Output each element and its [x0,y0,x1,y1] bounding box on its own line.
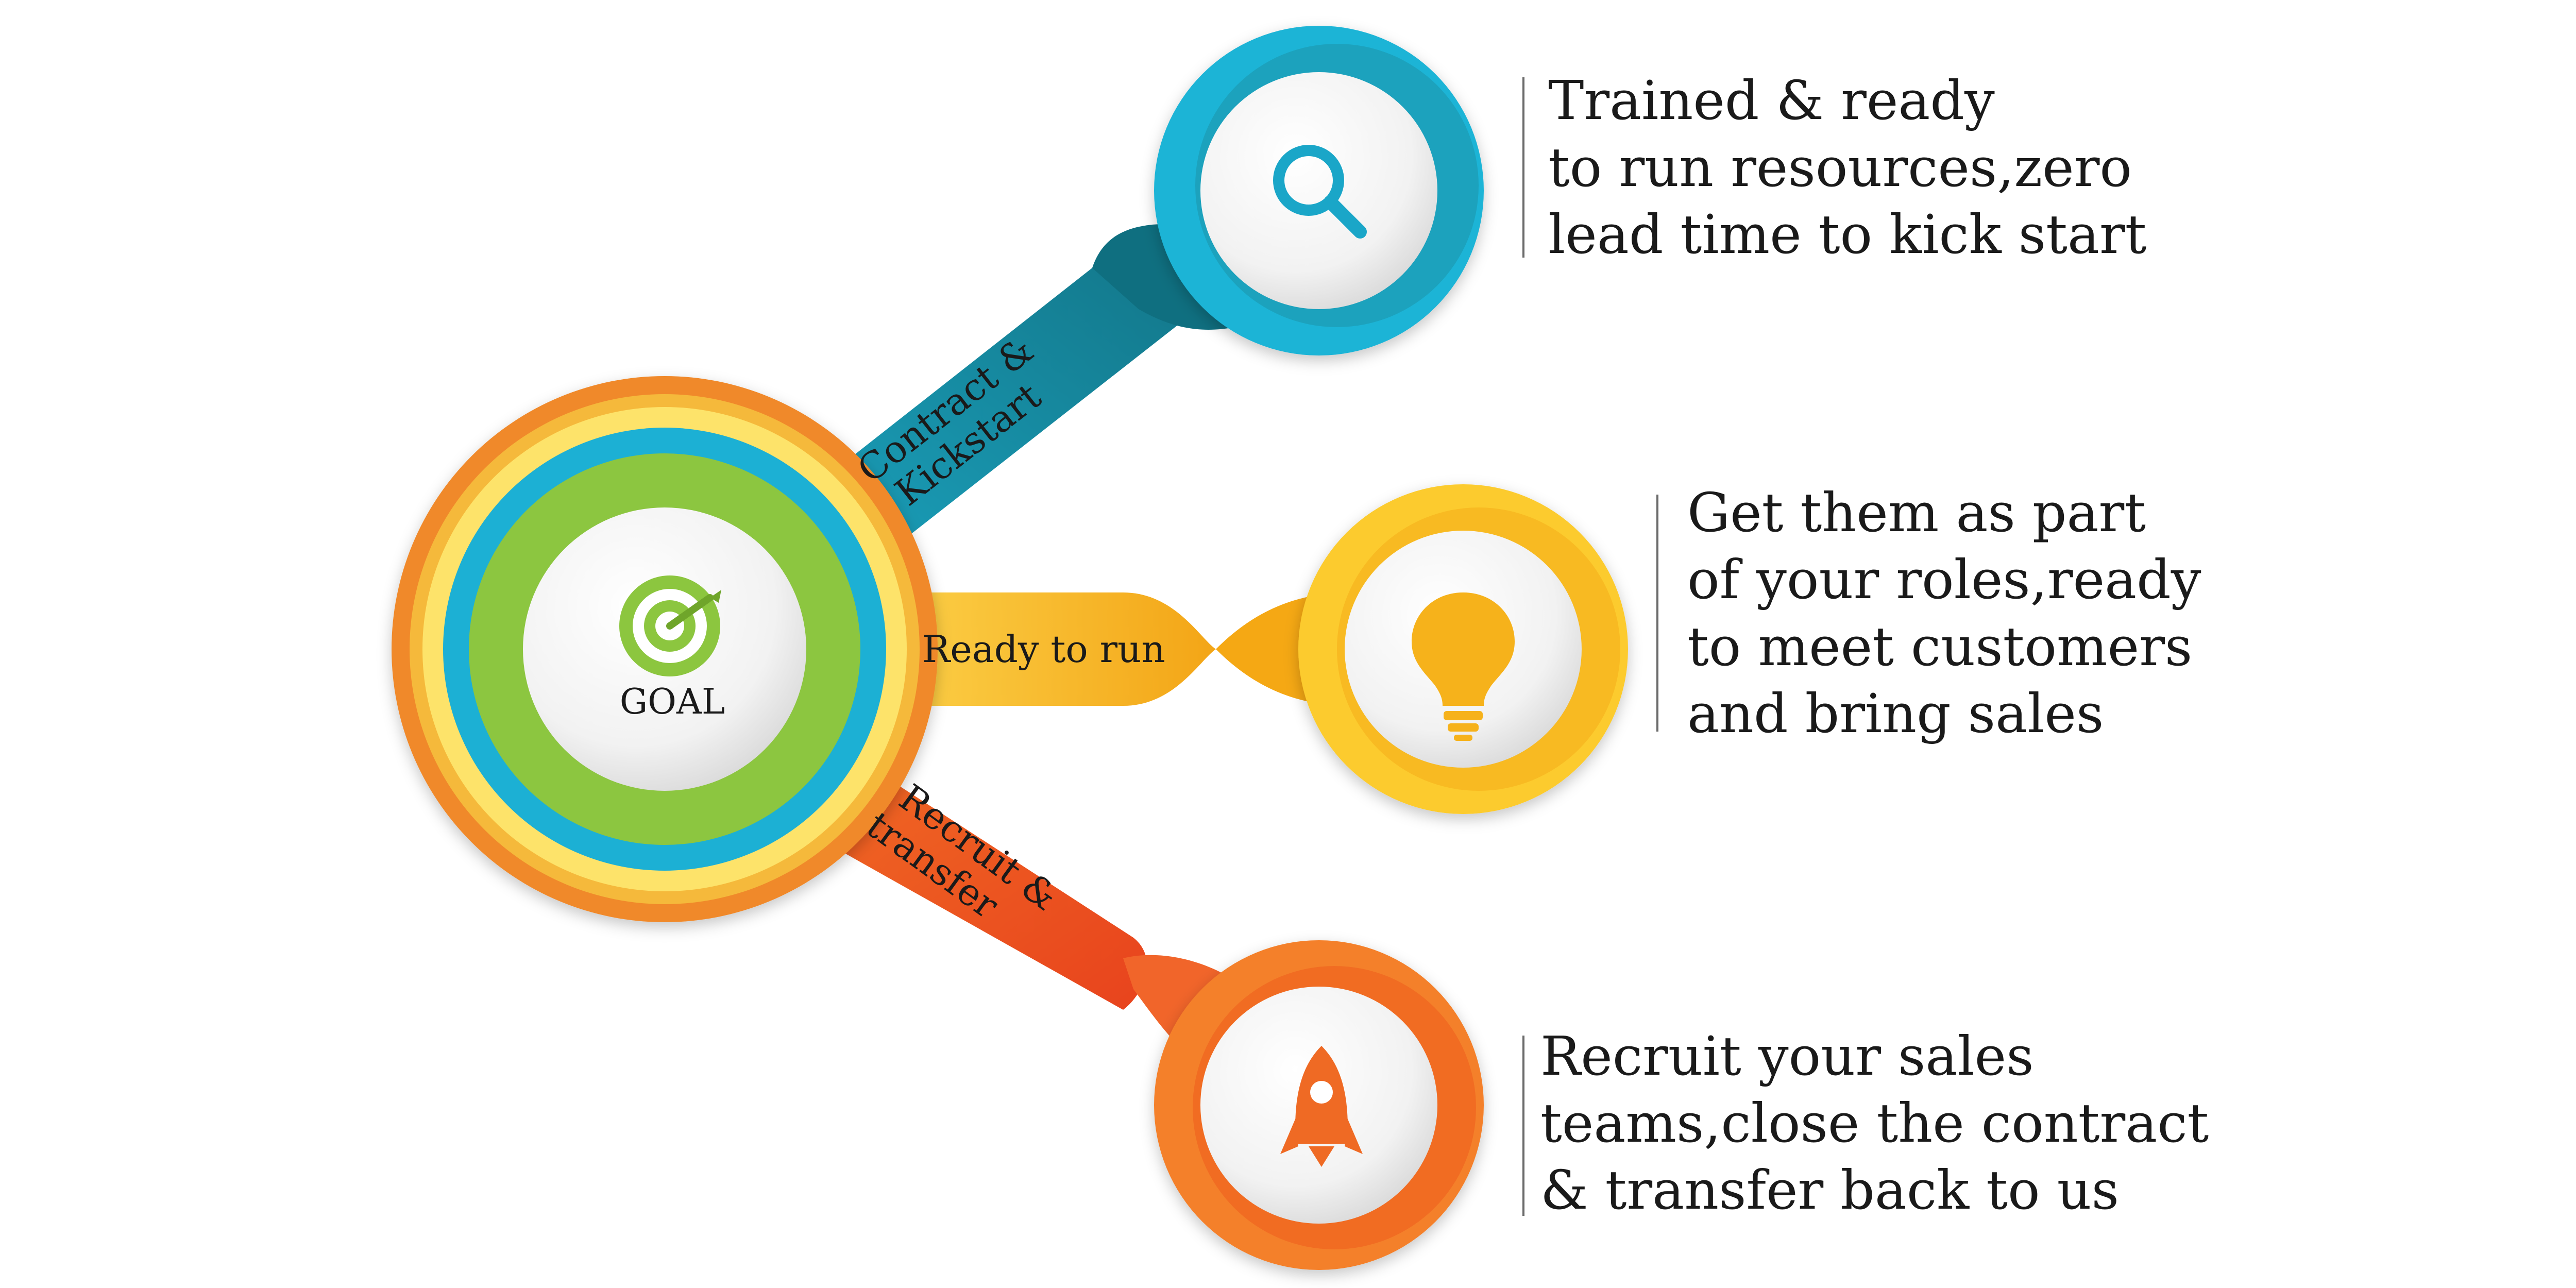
description-line: of your roles,ready [1687,548,2201,611]
desc-divider-3 [1522,1036,1524,1216]
description-line: teams,close the contract [1540,1092,2209,1155]
description-3: Recruit your sales teams,close the contr… [1540,1023,2209,1224]
description-line: Trained & ready [1548,69,1995,132]
description-line: to run resources,zero [1548,136,2132,199]
desc-divider-1 [1522,77,1524,258]
description-line: & transfer back to us [1540,1159,2120,1222]
node-face [1200,72,1437,309]
connector-band [804,260,1185,562]
connector-label-ready: Ready to run [922,628,1165,671]
connector-band [793,757,1147,1010]
target-icon [619,575,721,676]
description-line: to meet customers [1687,615,2193,678]
magnifier-icon [1273,145,1367,239]
lightbulb-icon [1412,592,1515,741]
description-2: Get them as part of your roles,ready to … [1687,479,2201,747]
description-line: Get them as part [1687,481,2146,544]
connector-band [876,592,1216,706]
rocket-icon [1280,1046,1363,1167]
node-magnifier [1154,26,1484,355]
description-line: Recruit your sales [1540,1025,2034,1088]
goal-label: GOAL [620,682,725,722]
description-line: lead time to kick start [1548,203,2147,266]
node-lightbulb [1298,484,1628,814]
description-line: and bring sales [1687,682,2104,745]
desc-divider-2 [1656,495,1658,732]
description-1: Trained & ready to run resources,zero le… [1548,67,2146,268]
